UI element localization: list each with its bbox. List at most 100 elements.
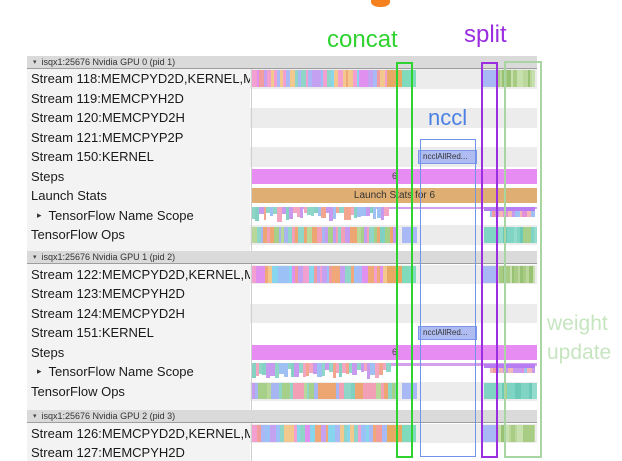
tf-name-scope-cap-right[interactable] <box>484 363 535 368</box>
trace-event-slice <box>534 226 537 243</box>
trace-event-slice <box>497 424 500 442</box>
trace-event-slice <box>382 363 386 370</box>
tf-name-scope-cap[interactable] <box>252 206 537 209</box>
track-label[interactable]: Stream 118:MEMCPYD2D,KERNEL,ME <box>27 69 250 89</box>
nccl-allreduce-bar[interactable]: ncclAllRed... <box>418 149 477 164</box>
track-label[interactable]: TensorFlow Ops <box>27 225 250 245</box>
trace-event-slice <box>274 226 279 243</box>
process-header[interactable]: ▾isqx1:25676 Nvidia GPU 1 (pid 2) <box>27 251 537 264</box>
track-label[interactable]: Stream 127:MEMCPYH2D <box>27 443 250 461</box>
expand-icon[interactable]: ▸ <box>37 366 42 377</box>
trace-event-slice <box>384 206 389 217</box>
track-label-text: Stream 127:MEMCPYH2D <box>31 445 185 461</box>
tf-ops-teal-event[interactable] <box>484 226 499 243</box>
tf-ops-events[interactable] <box>252 383 397 399</box>
track-label-text: Launch Stats <box>31 188 107 204</box>
track-label[interactable]: Stream 150:KERNEL <box>27 147 250 167</box>
track-label[interactable]: Stream 120:MEMCPYD2H <box>27 108 250 128</box>
memcpy-kernel-events[interactable] <box>252 70 387 87</box>
track-row-background <box>250 108 537 128</box>
track-label[interactable]: Launch Stats <box>27 186 250 206</box>
trace-event-slice <box>254 383 259 399</box>
tf-ops-events-right[interactable] <box>499 383 537 399</box>
track-label[interactable]: ▸TensorFlow Name Scope <box>27 206 250 226</box>
trace-event-slice <box>526 211 531 217</box>
collapse-icon[interactable]: ▾ <box>33 58 37 66</box>
trace-event-slice <box>289 70 295 87</box>
track-label[interactable]: ▸TensorFlow Name Scope <box>27 362 250 382</box>
trace-event-slice <box>321 383 326 399</box>
nccl-annotation: nccl <box>428 105 468 130</box>
track-label[interactable]: TensorFlow Ops <box>27 382 250 402</box>
launch-stats-bar[interactable]: Launch Stats for 6 <box>252 188 537 203</box>
trace-event-slice <box>333 363 336 379</box>
split-kernel-event[interactable] <box>482 265 497 283</box>
trace-event-slice <box>317 363 323 377</box>
trace-event-slice <box>275 424 280 442</box>
trace-event-slice <box>330 424 336 442</box>
trace-event-slice <box>345 226 350 243</box>
split-kernel-event[interactable] <box>482 424 497 442</box>
tf-ops-nccl-event[interactable] <box>402 383 417 399</box>
trace-event-slice <box>352 363 357 376</box>
trace-event-slice <box>527 70 530 87</box>
nccl-allreduce-bar[interactable]: ncclAllRed... <box>418 325 477 340</box>
collapse-icon[interactable]: ▾ <box>33 254 37 261</box>
tf-ops-events[interactable] <box>252 226 397 243</box>
kernel-event-orange[interactable] <box>387 424 402 442</box>
trace-event-slice <box>527 367 533 373</box>
steps-bar[interactable]: 6 <box>252 169 537 184</box>
trace-event-slice <box>512 265 515 283</box>
trace-event-slice <box>266 70 271 87</box>
tf-ops-nccl-event[interactable] <box>402 226 417 243</box>
trace-event-slice <box>370 206 373 213</box>
trace-event-slice <box>346 363 349 375</box>
trace-event-slice <box>329 206 333 222</box>
trace-event-slice <box>321 206 326 219</box>
trace-event-slice <box>285 206 289 221</box>
weight-update-kernel-events[interactable] <box>497 70 535 87</box>
trace-event-slice <box>273 70 277 87</box>
tf-ops-teal-event[interactable] <box>484 383 499 399</box>
trace-event-slice <box>293 206 297 213</box>
trace-event-slice <box>522 211 527 217</box>
trace-event-slice <box>518 265 521 283</box>
tf-name-scope-events[interactable] <box>252 206 389 225</box>
trace-event-slice <box>351 383 356 399</box>
trace-event-slice <box>387 383 393 399</box>
tf-name-scope-cap-right[interactable] <box>484 207 535 211</box>
memcpy-kernel-events[interactable] <box>252 265 387 283</box>
trace-event-slice <box>351 206 355 216</box>
memcpy-kernel-events[interactable] <box>252 424 387 442</box>
track-label[interactable]: Stream 123:MEMCPYH2D <box>27 284 250 304</box>
tf-name-scope-cap[interactable] <box>252 363 537 366</box>
kernel-event-orange[interactable] <box>387 265 402 283</box>
collapse-icon[interactable]: ▾ <box>33 413 37 420</box>
trace-event-slice <box>525 424 529 442</box>
trace-event-slice <box>385 226 391 243</box>
process-header[interactable]: ▾isqx1:25676 Nvidia GPU 0 (pid 1) <box>27 55 537 69</box>
track-label[interactable]: Stream 124:MEMCPYD2H <box>27 304 250 324</box>
trace-event-slice <box>511 226 514 243</box>
track-label[interactable]: Steps <box>27 343 250 363</box>
trace-event-slice <box>326 265 329 283</box>
track-label[interactable]: Stream 151:KERNEL <box>27 323 250 343</box>
trace-event-slice <box>372 206 377 220</box>
process-header[interactable]: ▾isqx1:25676 Nvidia GPU 2 (pid 3) <box>27 410 537 423</box>
trace-event-slice <box>327 383 332 399</box>
steps-bar[interactable]: 6 <box>252 345 537 360</box>
track-label[interactable]: Steps <box>27 167 250 187</box>
trace-event-slice <box>289 383 294 399</box>
track-label[interactable]: Stream 121:MEMCPYP2P <box>27 128 250 148</box>
trace-event-slice <box>281 206 286 214</box>
expand-icon[interactable]: ▸ <box>37 209 42 220</box>
split-kernel-event[interactable] <box>482 70 497 87</box>
track-label[interactable]: Stream 119:MEMCPYH2D <box>27 89 250 109</box>
trace-event-slice <box>341 363 346 374</box>
track-label[interactable]: Stream 122:MEMCPYD2D,KERNEL,MI <box>27 265 250 285</box>
track-label[interactable]: Stream 126:MEMCPYD2D,KERNEL,MI <box>27 424 250 444</box>
tf-name-scope-events[interactable] <box>252 363 391 381</box>
trace-event-slice <box>264 265 268 283</box>
kernel-event-orange[interactable] <box>387 70 402 87</box>
